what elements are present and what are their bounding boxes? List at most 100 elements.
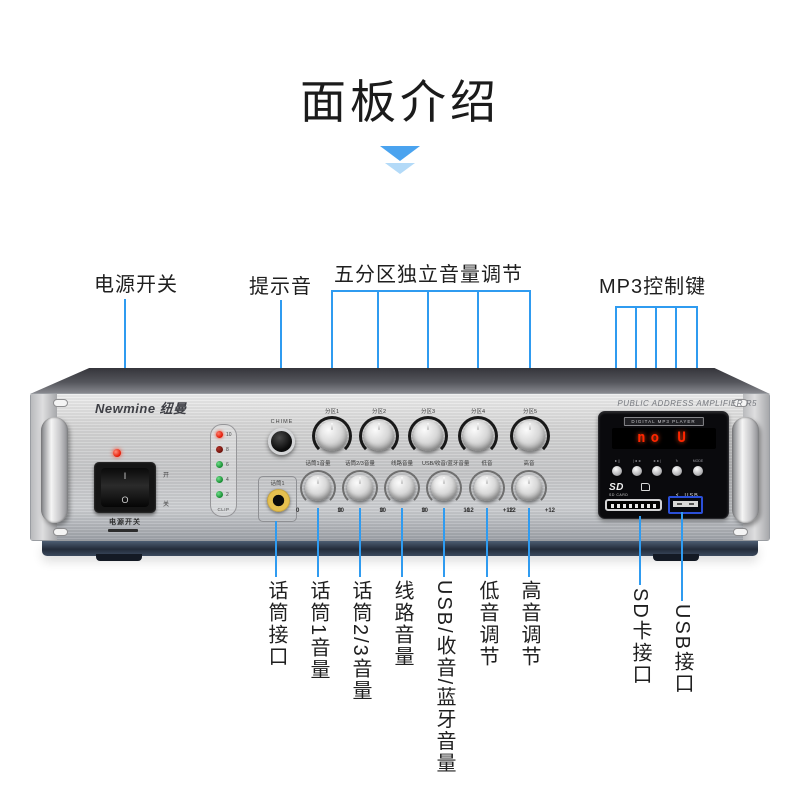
bass-label: 低音 xyxy=(481,461,493,467)
screw-slot xyxy=(53,528,68,536)
zone5-knob-unit: 分区5 xyxy=(508,407,552,456)
mp3-player-panel: DIGITAL MP3 PLAYER no U ►|| |◄◄ ►►| ↻ MO… xyxy=(598,411,729,519)
scale-min: 0 xyxy=(296,508,300,514)
zone5-label: 分区5 xyxy=(522,409,538,415)
power-side-off-label: 关 xyxy=(163,502,170,508)
mp3-prev-button[interactable] xyxy=(632,466,642,476)
mic1-jack[interactable] xyxy=(267,489,290,512)
line-volume-knob[interactable] xyxy=(389,475,415,501)
callout-bracket xyxy=(331,290,531,292)
mp3-mode-group: MODE xyxy=(688,459,708,476)
callout-line xyxy=(317,508,319,577)
callout-line xyxy=(331,290,333,433)
zone4-label: 分区4 xyxy=(470,409,486,415)
mode-label: MODE xyxy=(692,459,704,463)
power-side-on-label: 开 xyxy=(163,473,170,479)
screw-slot xyxy=(733,399,748,407)
scale-max: +12 xyxy=(544,508,555,514)
clip-label: CLIP xyxy=(217,507,230,512)
zone1-knob-unit: 分区1 xyxy=(310,407,354,456)
callout-line xyxy=(275,521,277,577)
knob-scale-arc xyxy=(300,470,336,506)
scale-min: -12 xyxy=(465,508,474,514)
repeat-icon: ↻ xyxy=(675,459,679,463)
mic1-volume-label: 话筒1音量 xyxy=(305,461,331,467)
knob-scale-arc xyxy=(384,470,420,506)
zone3-knob-unit: 分区3 xyxy=(406,407,450,456)
sd-card-icon xyxy=(641,483,650,491)
zone4-volume-knob[interactable] xyxy=(463,421,493,451)
line-volume-label: 线路音量 xyxy=(390,461,413,467)
knob-scale-arc xyxy=(359,416,399,456)
mp3-repeat-button[interactable] xyxy=(672,466,682,476)
level-led-red xyxy=(216,446,223,453)
callout-line xyxy=(427,290,429,433)
level-led-green xyxy=(216,491,223,498)
scale-max: +12 xyxy=(502,508,513,514)
zone2-volume-knob[interactable] xyxy=(364,421,394,451)
page-title: 面板介绍 xyxy=(300,76,500,128)
device-foot xyxy=(96,554,142,561)
mp3-play-pause-button[interactable] xyxy=(612,466,622,476)
bass-unit: 低音 -12 +12 xyxy=(465,459,513,516)
callout-line xyxy=(359,508,361,577)
treble-knob[interactable] xyxy=(516,475,542,501)
sd-slot-contacts xyxy=(611,504,656,508)
power-label-underline xyxy=(108,529,138,532)
knob-scale-arc xyxy=(469,470,505,506)
level-led-green xyxy=(216,476,223,483)
level-led-green xyxy=(216,461,223,468)
power-switch[interactable]: I O xyxy=(94,462,156,513)
sd-sub-label: SD CARD xyxy=(609,493,629,497)
knob-scale-arc xyxy=(312,416,352,456)
sd-card-slot[interactable] xyxy=(605,499,662,511)
callout-line xyxy=(443,508,445,577)
zone5-volume-knob[interactable] xyxy=(515,421,545,451)
zone1-volume-knob[interactable] xyxy=(317,421,347,451)
usb-port[interactable] xyxy=(668,496,703,514)
device-foot xyxy=(653,554,699,561)
brand-logo: Newmine 纽曼 xyxy=(95,401,187,416)
callout-mic23-volume: 话筒2/3音量 xyxy=(349,580,371,702)
callout-line xyxy=(528,508,530,577)
callout-mp3-controls: MP3控制键 xyxy=(599,276,707,298)
level-meter: 10 8 6 4 2 CLIP xyxy=(210,424,237,517)
power-rocker[interactable]: I O xyxy=(101,468,149,507)
knob-scale-arc xyxy=(510,416,550,456)
mp3-mode-button[interactable] xyxy=(693,466,703,476)
mic1-jack-label: 话筒1 xyxy=(270,481,285,487)
knob-scale-arc xyxy=(426,470,462,506)
down-arrow-top xyxy=(380,146,420,161)
power-led xyxy=(113,449,121,457)
bass-knob[interactable] xyxy=(474,475,500,501)
screw-slot xyxy=(733,528,748,536)
mic1-volume-knob[interactable] xyxy=(305,475,331,501)
mic23-volume-knob[interactable] xyxy=(347,475,373,501)
knob-scale-arc xyxy=(342,470,378,506)
treble-unit: 高音 -12+12 xyxy=(507,459,555,516)
zone3-volume-knob[interactable] xyxy=(413,421,443,451)
power-off-mark: O xyxy=(121,495,129,505)
callout-line xyxy=(681,512,683,601)
sd-logo-group: SD SD CARD xyxy=(609,482,650,497)
callout-line xyxy=(639,516,641,585)
usb-volume-knob[interactable] xyxy=(431,475,457,501)
mp3-header: DIGITAL MP3 PLAYER xyxy=(623,417,704,426)
mic1-volume-unit: 话筒1音量 0 10 xyxy=(296,459,344,516)
chime-knob[interactable] xyxy=(268,428,295,455)
chime-label: CHIME xyxy=(270,419,294,425)
down-arrow-bottom xyxy=(385,163,415,174)
screw-slot xyxy=(53,399,68,407)
mic23-volume-label: 话筒2/3音量 xyxy=(345,461,375,467)
level-num: 8 xyxy=(226,447,229,453)
level-num: 2 xyxy=(226,492,229,498)
knob-scale-arc xyxy=(511,470,547,506)
mp3-next-button[interactable] xyxy=(652,466,662,476)
model-text: PUBLIC ADDRESS AMPLIFIER R5 xyxy=(617,399,757,408)
scale-max: 10 xyxy=(337,508,344,514)
mp3-next-group: ►►| xyxy=(647,459,667,476)
mp3-prev-group: |◄◄ xyxy=(627,459,647,476)
